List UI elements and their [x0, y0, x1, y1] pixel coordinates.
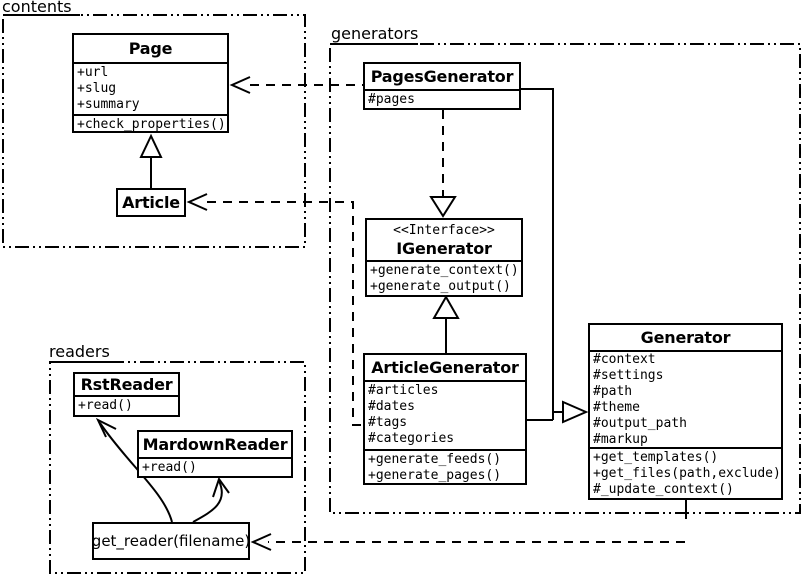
generators-package-label: generators — [331, 24, 419, 43]
methods-compartment: +get_templates() +get_files(path,exclude… — [590, 449, 781, 499]
contents-package-label: contents — [2, 0, 72, 16]
class-attribute: #path — [593, 384, 633, 399]
class-attribute: #output_path — [593, 416, 687, 431]
class-attribute: #markup — [593, 432, 648, 447]
edge-articlegenerator-to-article — [207, 201, 363, 426]
methods-compartment: +read() — [75, 397, 178, 416]
class-method: +generate_feeds() — [368, 452, 502, 467]
inheritance-triangle-icon — [432, 294, 460, 319]
class-attribute: +url — [77, 65, 109, 80]
realization-triangle-icon — [429, 196, 457, 218]
class-title: IGenerator — [396, 239, 492, 258]
class-attribute: #categories — [368, 431, 455, 446]
class-box-pagesgenerator: PagesGenerator #pages — [363, 62, 521, 110]
class-title: ArticleGenerator — [365, 355, 525, 382]
function-label: get_reader(filename) — [92, 532, 250, 550]
class-box-page: Page +url +slug +summary +check_properti… — [72, 33, 229, 133]
generators-package-border — [329, 43, 801, 514]
class-method: +get_files(path,exclude) — [593, 466, 781, 481]
class-box-article: Article — [116, 188, 186, 217]
inheritance-triangle-icon — [139, 133, 163, 158]
attributes-compartment: #context #settings #path #theme #output_… — [590, 352, 781, 449]
readers-package-label: readers — [49, 342, 110, 361]
class-attribute: +slug — [77, 81, 117, 96]
class-attribute: #settings — [593, 368, 664, 383]
class-box-generator: Generator #context #settings #path #them… — [588, 323, 783, 500]
class-attribute: #theme — [593, 400, 640, 415]
class-attribute: #articles — [368, 383, 439, 398]
open-arrowhead-icon — [95, 417, 117, 438]
class-attribute: #dates — [368, 399, 415, 414]
class-title: Generator — [590, 325, 781, 352]
class-box-articlegenerator: ArticleGenerator #articles #dates #tags … — [363, 353, 527, 485]
class-attribute: #context — [593, 352, 656, 367]
class-title: MardownReader — [139, 432, 291, 459]
class-title: RstReader — [75, 374, 178, 397]
methods-compartment: +read() — [139, 459, 291, 477]
attributes-compartment: #pages — [365, 91, 519, 109]
class-attribute: #pages — [368, 92, 415, 107]
class-method: +check_properties() — [77, 117, 226, 132]
methods-compartment: +generate_context() +generate_output() — [367, 262, 521, 296]
class-method: +generate_context() — [370, 263, 519, 278]
class-attribute: +summary — [77, 97, 140, 112]
attributes-compartment: +url +slug +summary — [74, 64, 227, 116]
class-attribute: #tags — [368, 415, 408, 430]
class-method: +generate_output() — [370, 279, 511, 294]
class-title: Article — [122, 193, 180, 212]
edge-getreader-to-mardownreader — [192, 480, 223, 523]
class-method: +generate_pages() — [368, 468, 502, 483]
open-arrowhead-icon — [250, 533, 272, 551]
attributes-compartment: #articles #dates #tags #categories — [365, 382, 525, 451]
class-method: +read() — [142, 460, 197, 475]
class-title: Page — [74, 35, 227, 64]
readers-package-border — [49, 361, 306, 574]
class-method: +read() — [78, 398, 133, 413]
methods-compartment: +generate_feeds() +generate_pages() — [365, 451, 525, 485]
class-method: +get_templates() — [593, 450, 719, 465]
class-box-mardownreader: MardownReader +read() — [137, 430, 293, 478]
inheritance-triangle-icon — [562, 400, 589, 424]
class-title: PagesGenerator — [365, 64, 519, 91]
class-method: #_update_context() — [593, 482, 734, 497]
function-box-get-reader: get_reader(filename) — [92, 522, 250, 560]
methods-compartment: +check_properties() — [74, 116, 227, 137]
class-title-block: <<Interface>> IGenerator — [367, 220, 521, 262]
class-box-igenerator: <<Interface>> IGenerator +generate_conte… — [365, 218, 523, 297]
class-box-rstreader: RstReader +read() — [73, 372, 180, 417]
edge-pagesgenerator-to-generator — [520, 88, 554, 420]
open-arrowhead-icon — [212, 476, 230, 498]
open-arrowhead-icon — [229, 76, 251, 94]
open-arrowhead-icon — [186, 193, 208, 211]
stereotype-label: <<Interface>> — [393, 223, 495, 238]
contents-package-border — [2, 14, 306, 248]
